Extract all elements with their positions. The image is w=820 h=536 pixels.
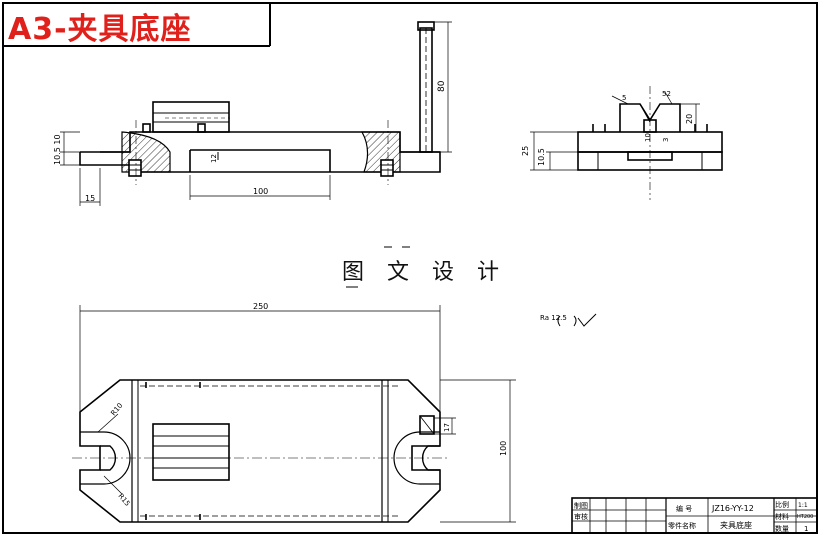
sheet-title: A3-夹具底座 bbox=[8, 12, 192, 47]
dim-angle-1: 5 bbox=[622, 94, 626, 102]
tb-qty-value: 1 bbox=[804, 525, 808, 533]
dim-20: 20 bbox=[685, 114, 694, 124]
dim-angle-2: 52 bbox=[662, 90, 671, 98]
tb-scale-value: 1:1 bbox=[798, 502, 808, 509]
front-view-dims bbox=[60, 21, 452, 206]
dim-r15: R15 bbox=[116, 492, 131, 508]
tb-row-1: 制图 bbox=[574, 501, 588, 510]
dim-12: 12 bbox=[210, 154, 218, 163]
roughness-note: Ra 12.5 bbox=[540, 314, 567, 322]
tb-row-2: 审核 bbox=[574, 512, 588, 521]
dim-stack-left: 10.5 10 bbox=[53, 134, 62, 165]
dim-100-top: 100 bbox=[499, 441, 508, 456]
center-label: 图 文 设 计 bbox=[342, 260, 507, 285]
tb-material-value: HT200 bbox=[797, 514, 813, 520]
dim-10-5-side: 10.5 bbox=[537, 148, 546, 166]
top-view-dims bbox=[79, 305, 516, 523]
dim-100-front: 100 bbox=[253, 187, 268, 196]
side-view-dims bbox=[530, 91, 700, 171]
tb-scale-label: 比例 bbox=[775, 500, 789, 509]
title-block bbox=[571, 497, 818, 534]
front-view bbox=[79, 21, 441, 185]
tb-code-label: 编 号 bbox=[676, 504, 692, 513]
tb-code-value: JZ16-YY-12 bbox=[711, 504, 754, 513]
dim-3-side: 3 bbox=[662, 138, 670, 142]
tb-material-label: 材料 bbox=[775, 512, 789, 521]
side-view bbox=[577, 86, 723, 200]
tb-part-label: 零件名称 bbox=[668, 521, 696, 530]
dim-250: 250 bbox=[253, 302, 268, 311]
roughness-symbol bbox=[557, 313, 597, 327]
dim-15: 15 bbox=[85, 194, 95, 203]
tb-part-value: 夹具底座 bbox=[720, 520, 752, 530]
dim-17: 17 bbox=[443, 423, 451, 432]
tb-qty-label: 数量 bbox=[775, 524, 789, 533]
top-view bbox=[72, 379, 450, 523]
dim-10-side: 10 bbox=[644, 133, 652, 142]
dim-25: 25 bbox=[521, 146, 530, 156]
center-marks bbox=[346, 246, 410, 288]
dim-r10: R10 bbox=[109, 402, 124, 418]
dim-80: 80 bbox=[437, 80, 447, 92]
